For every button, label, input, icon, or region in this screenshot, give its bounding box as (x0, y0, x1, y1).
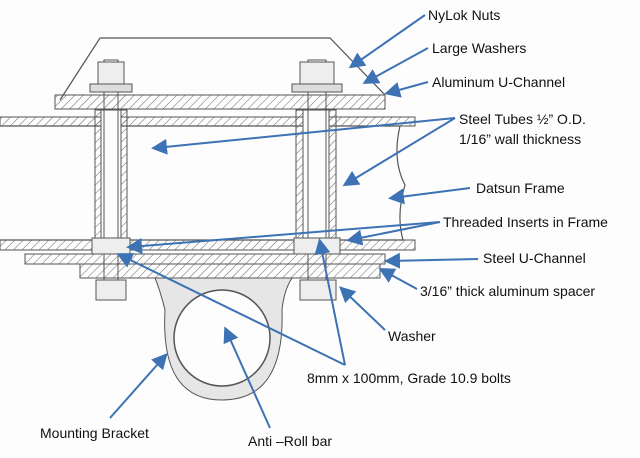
arrow-tube-left (151, 117, 456, 155)
right-insert (293, 237, 341, 255)
arrow-frame (388, 187, 471, 205)
label-anti-roll-bar: Anti –Roll bar (248, 433, 332, 449)
arrow-washers (362, 47, 429, 84)
top-plate (54, 94, 386, 110)
arrow-insert-left (126, 221, 441, 255)
label-aluminum-spacer: 3/16” thick aluminum spacer (420, 283, 595, 299)
label-threaded-inserts: Threaded Inserts in Frame (443, 214, 608, 230)
right-bolt-head (299, 279, 337, 301)
left-nylok-nut (97, 61, 125, 85)
arrow-nylok (348, 14, 426, 69)
arrow-spacer (378, 268, 418, 290)
frame-top-flange (0, 116, 416, 127)
label-bolts: 8mm x 100mm, Grade 10.9 bolts (307, 370, 511, 386)
right-large-washer (291, 83, 343, 93)
anti-roll-bar (173, 289, 271, 387)
label-large-washers: Large Washers (432, 40, 526, 56)
left-large-washer (89, 83, 133, 93)
arrow-washer (339, 286, 386, 331)
steel-u-channel (24, 253, 386, 265)
label-mounting-bracket: Mounting Bracket (40, 425, 149, 441)
arrow-bracket (109, 353, 168, 419)
arrow-tube-right (342, 117, 456, 187)
left-insert (91, 237, 131, 255)
labels: NyLok Nuts Large Washers Aluminum U-Chan… (40, 7, 608, 449)
label-steel-tubes: Steel Tubes ½” O.D. (459, 111, 586, 127)
arrow-bolt-right (314, 238, 346, 366)
label-wall-thickness: 1/16” wall thickness (459, 131, 581, 147)
label-datsun-frame: Datsun Frame (476, 180, 565, 196)
arrow-aluminum (384, 81, 429, 98)
left-bolt-head (95, 279, 127, 301)
label-aluminum-u-channel: Aluminum U-Channel (432, 74, 565, 90)
arrow-bar (223, 326, 271, 429)
aluminum-spacer (79, 263, 381, 279)
label-washer: Washer (388, 328, 436, 344)
sketch (0, 37, 416, 401)
arrow-insert-right (346, 221, 441, 246)
right-nylok-nut (299, 61, 335, 85)
arrows (109, 14, 479, 429)
label-steel-u-channel: Steel U-Channel (483, 250, 586, 266)
arrow-steel-channel (384, 252, 479, 269)
arrow-bolt-left (116, 253, 346, 366)
label-nylok-nuts: NyLok Nuts (428, 7, 500, 23)
